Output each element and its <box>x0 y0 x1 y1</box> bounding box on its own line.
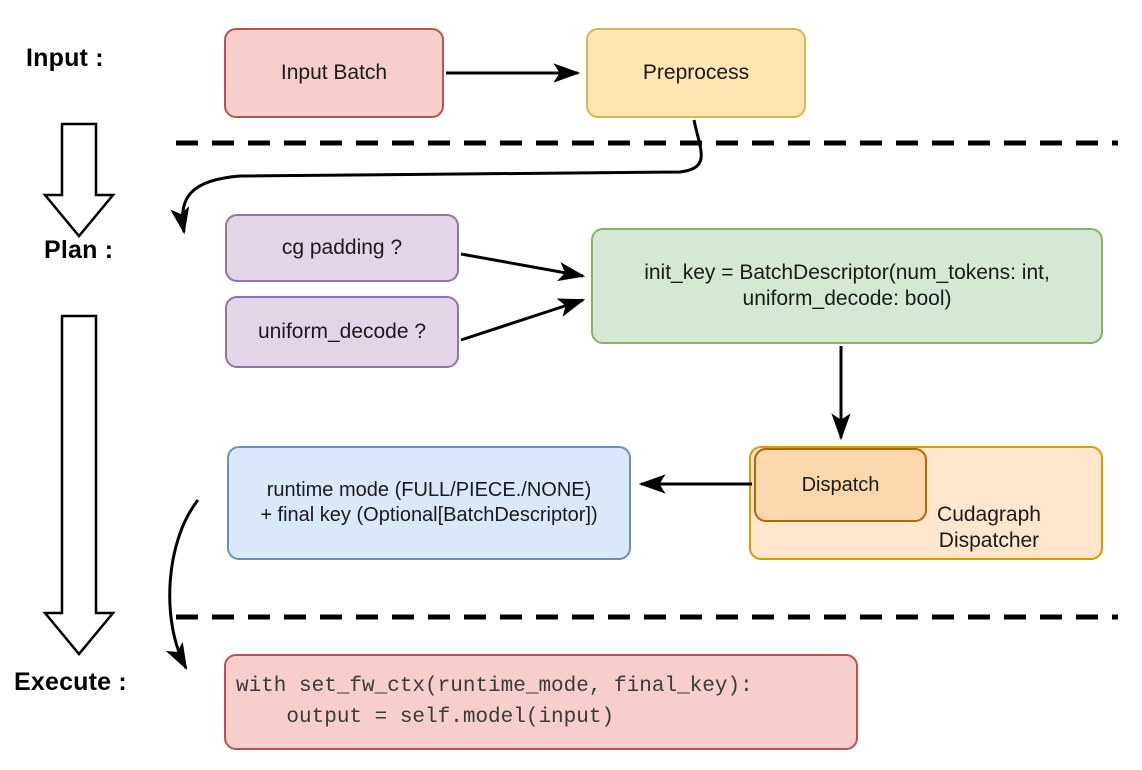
arrow-cg-padding-to-init-key <box>460 252 586 282</box>
node-uniform-decode[interactable]: uniform_decode ? <box>225 296 459 368</box>
node-runtime-mode-line1: runtime mode (FULL/PIECE./NONE) <box>266 479 592 501</box>
node-init-key-line2: uniform_decode: bool) <box>742 287 952 310</box>
plan-to-execute-block-arrow <box>42 314 116 656</box>
node-runtime-mode[interactable]: runtime mode (FULL/PIECE./NONE) + final … <box>227 446 631 560</box>
node-runtime-mode-line2: + final key (Optional[BatchDescriptor]) <box>260 504 598 526</box>
input-to-plan-block-arrow <box>42 122 116 238</box>
stage-label-execute: Execute : <box>14 668 127 696</box>
node-execute-code-line1: with set_fw_ctx(runtime_mode, final_key)… <box>236 674 753 698</box>
node-init-key-line1: init_key = BatchDescriptor(num_tokens: i… <box>644 260 1050 284</box>
node-cg-padding[interactable]: cg padding ? <box>225 214 459 282</box>
node-execute-code-line2: output = self.model(input) <box>236 706 615 729</box>
node-execute-code[interactable]: with set_fw_ctx(runtime_mode, final_key)… <box>224 654 858 750</box>
node-dispatch[interactable]: Dispatch <box>754 448 927 522</box>
stage-label-input: Input : <box>26 44 104 72</box>
node-input-batch[interactable]: Input Batch <box>224 28 444 118</box>
node-cudagraph-dispatcher-line1: Cudagraph <box>937 502 1041 526</box>
arrow-runtime-mode-to-execute-code <box>165 499 200 671</box>
arrow-uniform-decode-to-init-key <box>460 298 586 342</box>
node-init-key[interactable]: init_key = BatchDescriptor(num_tokens: i… <box>591 228 1103 344</box>
node-preprocess[interactable]: Preprocess <box>586 28 806 118</box>
node-cudagraph-dispatcher-line2: Dispatcher <box>938 528 1040 552</box>
stage-label-plan: Plan : <box>44 236 114 264</box>
